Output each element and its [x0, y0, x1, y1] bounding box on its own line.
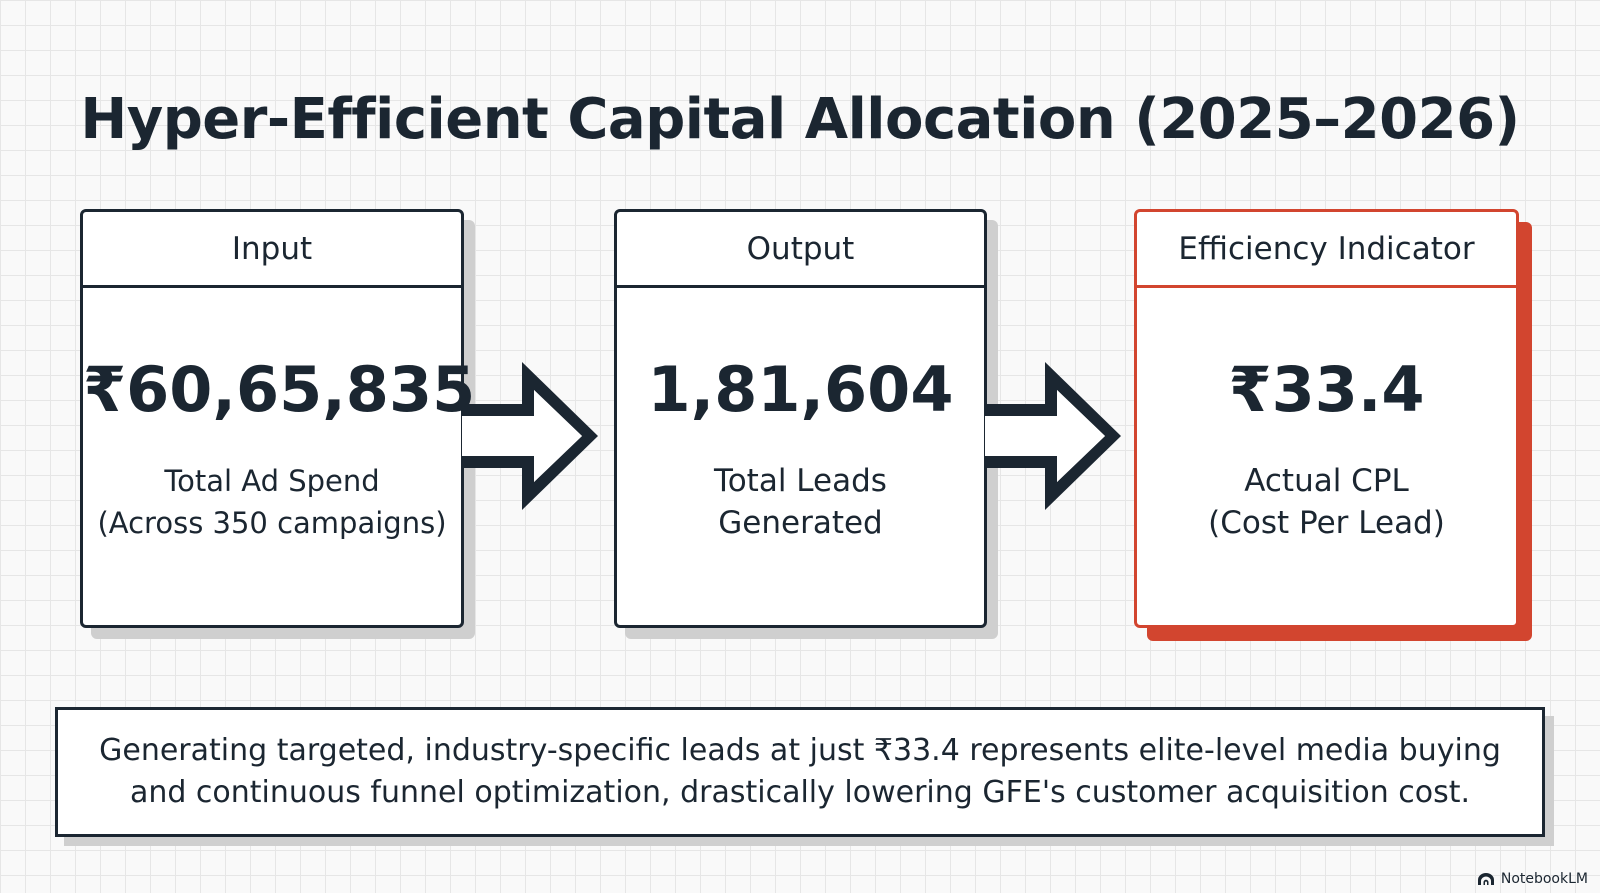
efficiency-label-line-1: Actual CPL: [1244, 463, 1409, 499]
right-arrow-icon: [462, 362, 598, 510]
efficiency-indicator-card: Efficiency Indicator ₹33.4 Actual CPL (C…: [1134, 209, 1519, 628]
branding-label: NotebookLM: [1500, 871, 1588, 887]
output-card: Output 1,81,604 Total Leads Generated: [614, 209, 987, 628]
total-ad-spend-label: Total Ad Spend (Across 350 campaigns): [83, 460, 461, 544]
total-leads-label: Total Leads Generated: [617, 460, 984, 544]
output-label-line-1: Total Leads: [714, 463, 887, 499]
summary-text: Generating targeted, industry-specific l…: [99, 730, 1501, 814]
input-label-line-1: Total Ad Spend: [164, 464, 380, 498]
actual-cpl-label: Actual CPL (Cost Per Lead): [1137, 460, 1516, 544]
input-label-line-2: (Across 350 campaigns): [97, 506, 447, 540]
notebooklm-branding: NotebookLM: [1477, 871, 1588, 887]
notebooklm-logo-icon: [1477, 873, 1494, 885]
efficiency-card-header: Efficiency Indicator: [1137, 212, 1516, 288]
summary-line-2: and continuous funnel optimization, dras…: [129, 775, 1471, 810]
efficiency-label-line-2: (Cost Per Lead): [1208, 505, 1445, 541]
summary-line-1: Generating targeted, industry-specific l…: [99, 733, 1501, 768]
right-arrow-icon: [985, 362, 1121, 510]
input-card: Input ₹60,65,835 Total Ad Spend (Across …: [80, 209, 476, 628]
total-ad-spend-value: ₹60,65,835: [83, 353, 476, 426]
actual-cpl-value: ₹33.4: [1228, 353, 1425, 426]
page-title: Hyper-Efficient Capital Allocation (2025…: [80, 87, 1520, 152]
output-label-line-2: Generated: [718, 505, 883, 541]
input-card-header: Input: [83, 212, 461, 288]
total-leads-value: 1,81,604: [647, 353, 954, 426]
output-card-header: Output: [617, 212, 984, 288]
summary-box: Generating targeted, industry-specific l…: [55, 707, 1545, 837]
